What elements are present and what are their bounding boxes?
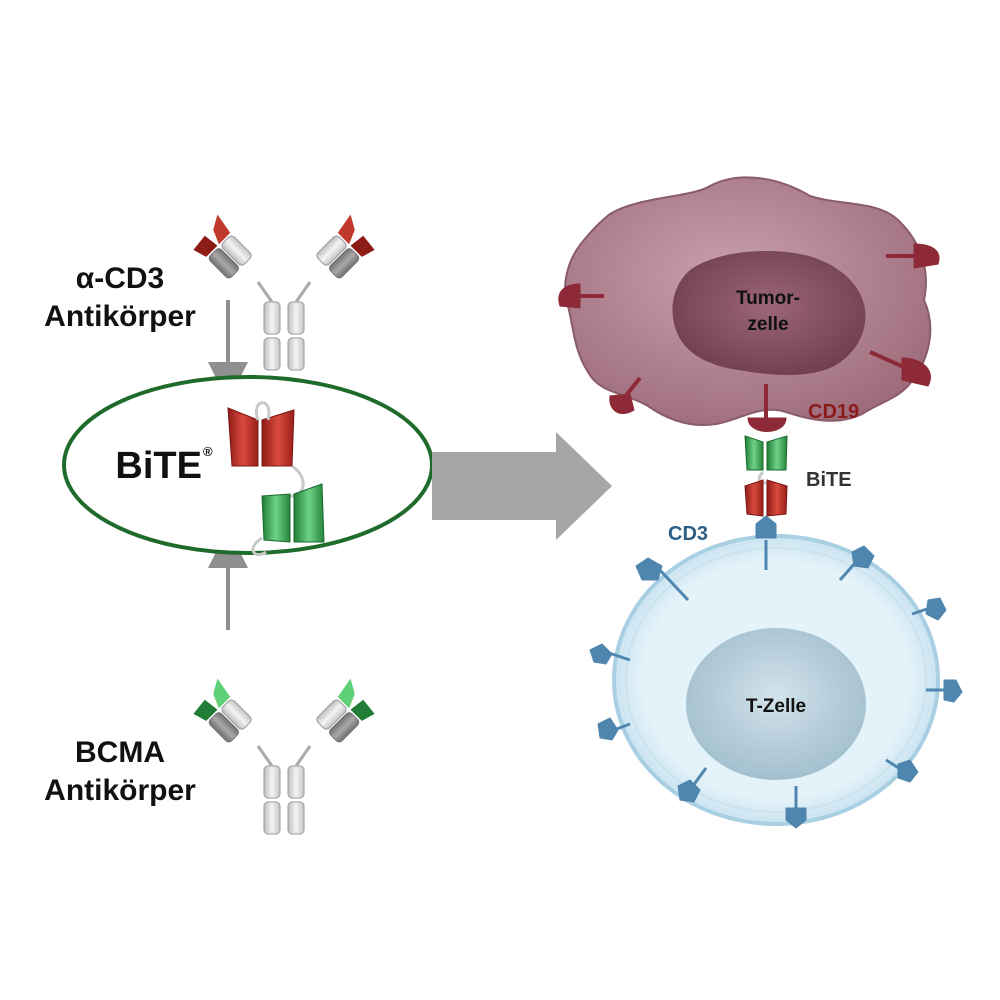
registered-mark: ® bbox=[202, 444, 213, 459]
antibody-cd3-label-line1: α-CD3 bbox=[75, 262, 165, 295]
antibody-bcma-label-line1: BCMA bbox=[75, 736, 165, 769]
antibody-bcma-icon bbox=[193, 678, 375, 836]
cd3-label: CD3 bbox=[668, 523, 708, 545]
t-cell-icon bbox=[612, 534, 940, 826]
bite-small-label: BiTE bbox=[806, 469, 852, 491]
antibody-bcma-label-line2: Antikörper bbox=[44, 774, 196, 807]
antibody-cd3-icon bbox=[193, 214, 375, 372]
tumor-cell-icon bbox=[564, 176, 932, 426]
bite-main-label: BiTE® bbox=[104, 444, 224, 488]
antibody-bcma-label: BCMA Antikörper bbox=[20, 734, 220, 810]
cd19-label: CD19 bbox=[808, 401, 859, 423]
antibody-cd3-label-line2: Antikörper bbox=[44, 300, 196, 333]
cd19-receptors bbox=[558, 243, 940, 432]
bite-main-text: BiTE bbox=[115, 445, 202, 487]
cd3-receptors bbox=[589, 515, 963, 829]
tumor-label-line1: Tumor- bbox=[736, 288, 800, 309]
bite-molecule-icon bbox=[227, 401, 325, 557]
tcell-label: T-Zelle bbox=[746, 696, 806, 717]
tumor-label-line2: zelle bbox=[747, 314, 788, 335]
antibody-cd3-label: α-CD3 Antikörper bbox=[20, 260, 220, 336]
big-arrow-icon bbox=[432, 432, 612, 540]
bite-small-molecule-icon bbox=[744, 435, 788, 517]
